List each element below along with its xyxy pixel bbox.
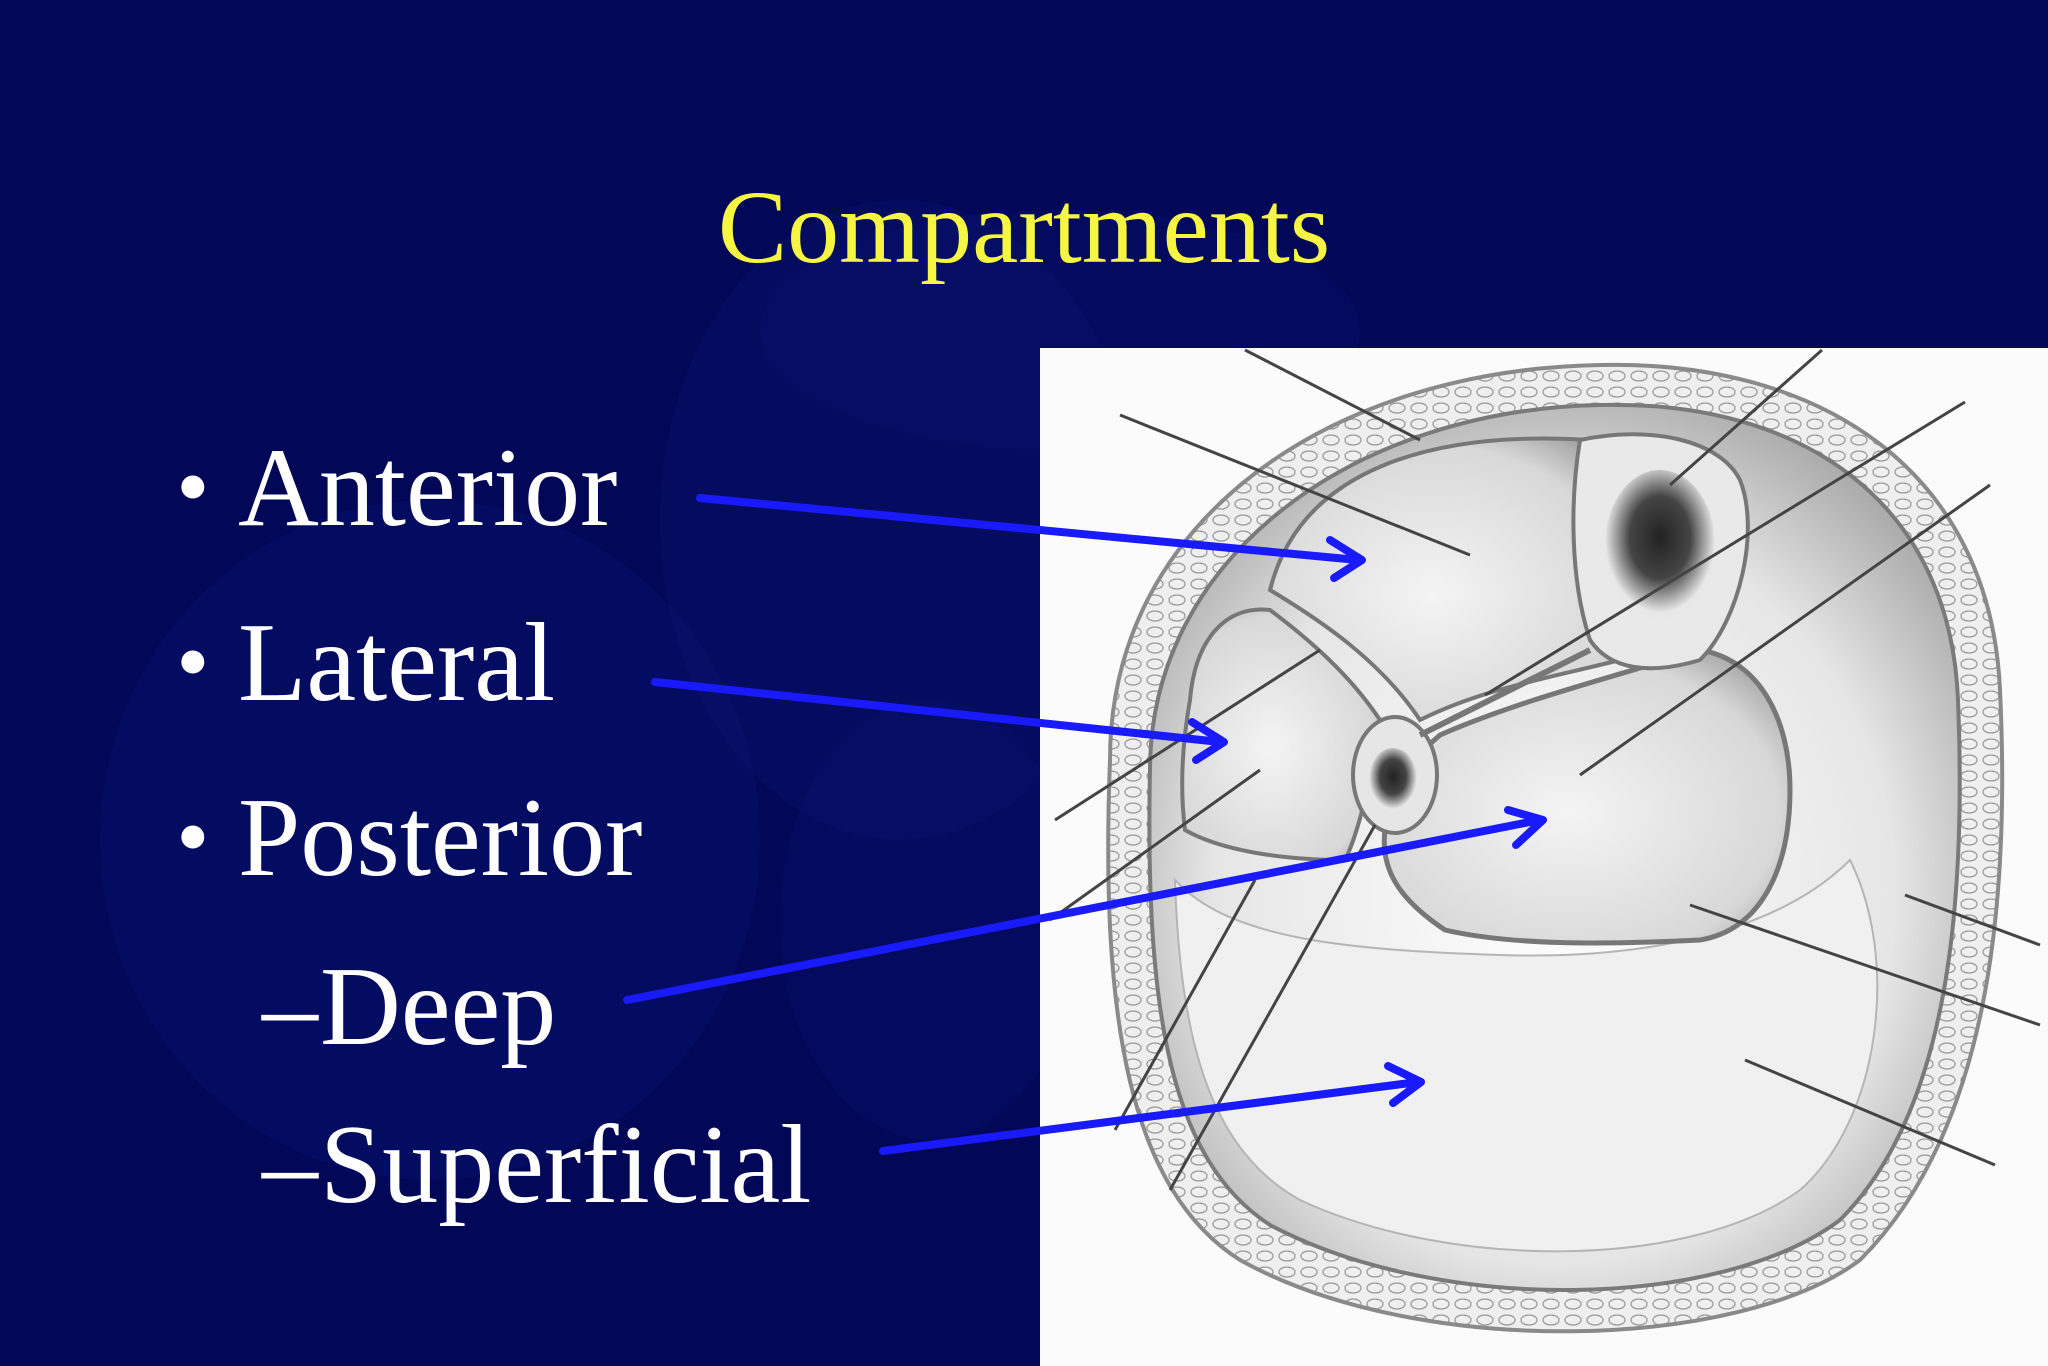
bullet-posterior: • Posterior	[176, 772, 642, 903]
interosseous-membrane	[1418, 647, 1592, 738]
bullet-marker: •	[176, 783, 210, 890]
fibula-marrow	[1369, 748, 1417, 812]
bullet-label: Posterior	[238, 776, 643, 900]
slide-title: Compartments	[717, 170, 1331, 285]
bullet-anterior: • Anterior	[176, 422, 617, 553]
sub-bullet-label: Superficial	[320, 1103, 812, 1227]
bullet-marker: •	[176, 608, 210, 715]
sub-bullet-superficial: –Superficial	[262, 1100, 811, 1230]
leg-cross-section-figure	[1040, 348, 2048, 1366]
bullet-marker: •	[176, 433, 210, 540]
bullet-lateral: • Lateral	[176, 597, 555, 728]
bullet-label: Anterior	[238, 426, 618, 550]
sub-bullet-marker: –	[262, 945, 318, 1069]
bullet-label: Lateral	[238, 601, 556, 725]
cross-section-drawing	[1049, 348, 2041, 1334]
sub-bullet-label: Deep	[320, 945, 557, 1069]
sub-bullet-deep: –Deep	[262, 942, 556, 1072]
bullet-list: • Anterior • Lateral • Posterior –Deep –Sup…	[176, 422, 811, 1230]
tibia-marrow	[1605, 470, 1715, 620]
sub-bullet-marker: –	[262, 1103, 318, 1227]
